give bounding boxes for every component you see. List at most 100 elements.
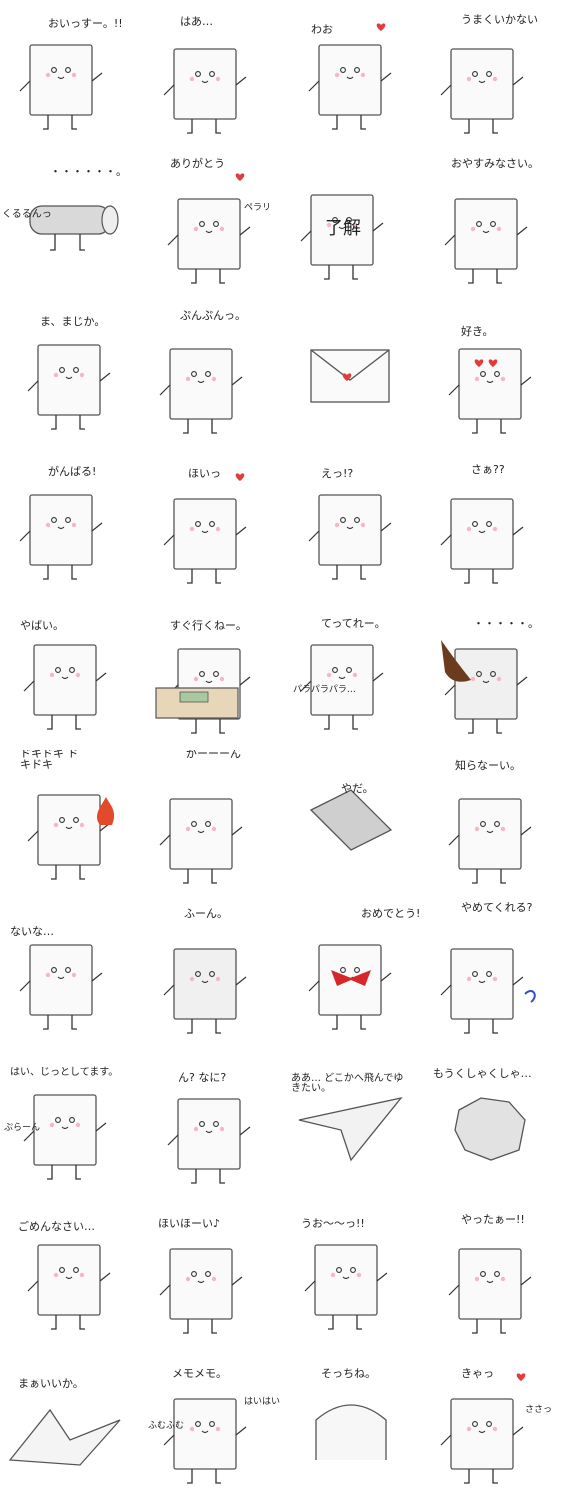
sticker-1[interactable]: おいっすー。!! xyxy=(0,0,140,150)
arm-left xyxy=(159,1284,171,1296)
cheek-right xyxy=(211,376,217,382)
leg-right xyxy=(211,869,217,884)
sticker-15[interactable]: えっ!? xyxy=(281,450,421,600)
sticker-20[interactable]: ・・・・・。 xyxy=(421,600,561,750)
sticker-9[interactable]: ま、まじか。 xyxy=(0,300,140,450)
arm-left xyxy=(304,1280,316,1292)
sticker-7[interactable] xyxy=(281,150,421,300)
arm-right xyxy=(235,1426,247,1436)
sticker-6[interactable]: ありがとう xyxy=(140,150,280,300)
cheek-right xyxy=(360,522,366,528)
mouth xyxy=(338,226,346,230)
eye-right xyxy=(354,967,360,973)
cheek-left xyxy=(49,672,55,678)
cheek-right xyxy=(211,1276,217,1282)
paper-character-icon xyxy=(440,948,536,1034)
sticker-2[interactable]: はあ… xyxy=(140,0,280,150)
cheek-left xyxy=(326,222,332,228)
leg-right xyxy=(356,1315,362,1330)
cheek-right xyxy=(500,826,506,832)
eye-left xyxy=(199,671,205,677)
sticker-37[interactable]: まぁいいか。 xyxy=(0,1350,140,1500)
sticker-10[interactable]: ぷんぷんっ。 xyxy=(140,300,280,450)
parapara-text: パラパラパラ… xyxy=(293,685,356,695)
sticker-caption: がんばる! xyxy=(48,465,97,478)
leg-left xyxy=(332,1015,338,1030)
sticker-29[interactable]: はい、じっとしてます。 xyxy=(0,1050,140,1200)
sticker-caption: やったぁー!! xyxy=(461,1213,525,1226)
leg-right xyxy=(79,1315,85,1330)
paper-character-icon xyxy=(308,494,392,580)
heart-icon xyxy=(488,359,498,367)
arm-left xyxy=(308,980,320,992)
paper-character-icon xyxy=(304,1244,388,1330)
paper-body xyxy=(310,194,374,266)
arm-right xyxy=(95,1122,107,1132)
sticker-caption: はあ… xyxy=(180,15,213,28)
sticker-38[interactable]: メモメモ。 xyxy=(140,1350,280,1500)
sticker-4[interactable]: うまくいかない xyxy=(421,0,561,150)
sticker-31[interactable]: ああ… どこかへ飛んでゆきたい。 xyxy=(281,1050,421,1200)
paper-character-icon xyxy=(8,1408,121,1466)
sticker-18[interactable]: すぐ行くねー。 xyxy=(140,600,280,750)
paper-character-icon xyxy=(19,44,103,130)
leg-left xyxy=(464,1469,470,1484)
cheek-left xyxy=(53,372,59,378)
arm-right xyxy=(512,1426,524,1436)
sticker-26[interactable]: ふーん。 xyxy=(140,900,280,1050)
cheek-right xyxy=(71,72,77,78)
sticker-3[interactable]: わお xyxy=(281,0,421,150)
sticker-39[interactable]: そっちね。 xyxy=(281,1350,421,1500)
eye-right xyxy=(486,521,492,527)
cheek-left xyxy=(474,376,480,382)
heart-icon xyxy=(342,373,352,381)
sticker-12[interactable]: 好き。 xyxy=(421,300,561,450)
purasan-text: ぷらーん xyxy=(4,1123,41,1133)
sticker-17[interactable]: やばい。 xyxy=(0,600,140,750)
sticker-5[interactable]: ・・・・・・。 xyxy=(0,150,140,300)
arm-left xyxy=(19,80,31,92)
cheek-right xyxy=(79,1272,85,1278)
sticker-32[interactable]: もうくしゃくしゃ… xyxy=(421,1050,561,1200)
sticker-8[interactable]: おやすみなさい。 xyxy=(421,150,561,300)
sticker-23[interactable]: やだ。 xyxy=(281,750,421,900)
eye-right xyxy=(354,67,360,73)
sticker-30[interactable]: ん? なに? xyxy=(140,1050,280,1200)
sticker-35[interactable]: うお〜〜っ!! xyxy=(281,1200,421,1350)
sticker-14[interactable]: ほいっ xyxy=(140,450,280,600)
sticker-33[interactable]: ごめんなさい… xyxy=(0,1200,140,1350)
sticker-27[interactable]: おめでとう!! xyxy=(281,900,421,1050)
arm-right xyxy=(231,1276,243,1286)
sticker-24[interactable]: 知らなーい。 xyxy=(421,750,561,900)
fumufumu-text: ふむふむ xyxy=(148,1421,185,1431)
paper-character-icon xyxy=(163,948,247,1034)
sticker-28[interactable]: やめてくれる? xyxy=(421,900,561,1050)
sticker-11[interactable] xyxy=(281,300,421,450)
sticker-16[interactable]: さぁ?? xyxy=(421,450,561,600)
arm-left xyxy=(163,1434,175,1446)
eye-right xyxy=(69,667,75,673)
cheek-left xyxy=(53,1272,59,1278)
sticker-34[interactable]: ほいほーい♪ xyxy=(140,1200,280,1350)
sticker-25[interactable]: ないな… xyxy=(0,900,140,1050)
eye-right xyxy=(205,1271,211,1277)
eye-right xyxy=(65,517,71,523)
sticker-13[interactable]: がんばる! xyxy=(0,450,140,600)
sticker-22[interactable]: がーーーん xyxy=(140,750,280,900)
leg-left xyxy=(50,234,56,251)
leg-right xyxy=(360,565,366,580)
eye-right xyxy=(494,821,500,827)
paper-body xyxy=(33,1094,97,1166)
paper-character-icon xyxy=(29,205,119,251)
paper-character-icon xyxy=(300,644,384,730)
paper-character-icon xyxy=(315,1404,387,1460)
arm-right xyxy=(235,76,247,86)
sticker-36[interactable]: やったぁー!! xyxy=(421,1200,561,1350)
sticker-40[interactable]: きゃっ xyxy=(421,1350,561,1500)
eye-left xyxy=(472,1421,478,1427)
sticker-19[interactable]: てってれー。 xyxy=(281,600,421,750)
paper-character-icon xyxy=(159,1248,243,1334)
sticker-caption: うお〜〜っ!! xyxy=(301,1217,365,1230)
sticker-21[interactable]: ドキドキ ドキドキ xyxy=(0,750,140,900)
eye-right xyxy=(205,371,211,377)
